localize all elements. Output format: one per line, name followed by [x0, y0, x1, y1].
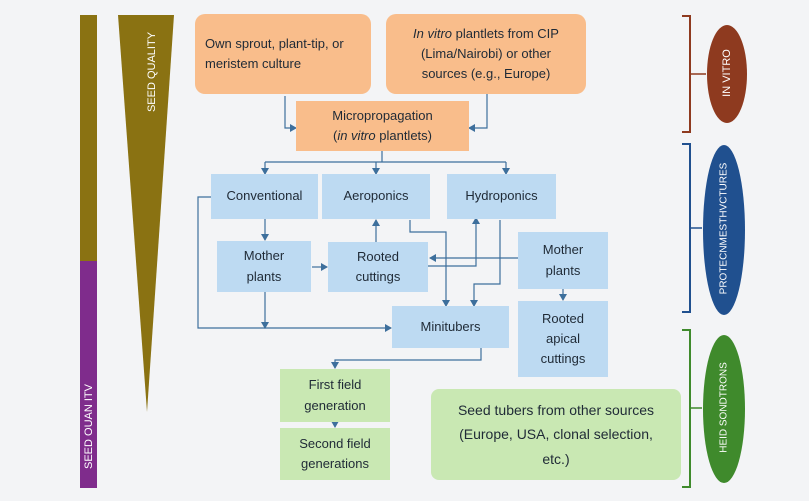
- protected-structures-ellipse: [703, 145, 745, 315]
- in-vitro-rest: plantlets from CIP (Lima/Nairobi) or oth…: [420, 25, 559, 82]
- minitubers-box: Minitubers: [392, 306, 509, 348]
- protected-structures-label: PROTECNMESTHVCTURES: [718, 162, 730, 295]
- in-vitro-italic: In vitro: [413, 25, 453, 41]
- seed-tubers-other-sources-box: Seed tubers from other sources (Europe, …: [431, 389, 681, 480]
- first-field-generation-box: First field generation: [280, 369, 390, 422]
- micropropagation-subtitle: (in vitro plantlets): [332, 128, 432, 143]
- own-sprout-box: Own sprout, plant-tip, or meristem cultu…: [195, 14, 371, 94]
- seed-quality-bar-top: [80, 15, 97, 261]
- micropropagation-box: Micropropagation (in vitro plantlets): [296, 101, 469, 151]
- micropropagation-title: Micropropagation: [332, 107, 433, 123]
- aeroponics-label: Aeroponics: [343, 188, 409, 204]
- mother-plants-left-box: Mother plants: [217, 241, 311, 292]
- conventional-box: Conventional: [211, 174, 318, 219]
- aeroponics-box: Aeroponics: [322, 174, 430, 219]
- rooted-apical-cuttings-box: Rooted apical cuttings: [518, 301, 608, 377]
- rooted-cuttings-box: Rooted cuttings: [328, 242, 428, 292]
- field-conditions-label: HEID SONDTRONS: [718, 362, 730, 453]
- mother-plants-right-label: Mother plants: [542, 242, 584, 278]
- hydroponics-box: Hydroponics: [447, 174, 556, 219]
- hydroponics-label: Hydroponics: [465, 188, 538, 204]
- in-vitro-ellipse: [707, 25, 747, 123]
- rooted-cuttings-label: Rooted cuttings: [355, 248, 401, 284]
- in-vitro-source-box: In vitro plantlets from CIP (Lima/Nairob…: [386, 14, 586, 94]
- first-field-generation-label: First field generation: [304, 377, 366, 413]
- rooted-apical-cuttings-label: Rooted apical cuttings: [540, 310, 586, 367]
- second-field-generations-label: Second field generations: [299, 435, 371, 471]
- field-conditions-ellipse: [703, 335, 745, 483]
- mother-plants-left-label: Mother plants: [243, 248, 285, 284]
- seed-quantity-bar-bottom: [80, 261, 97, 488]
- in-vitro-label: IN VITRO: [721, 49, 733, 97]
- own-sprout-text: Own sprout, plant-tip, or meristem cultu…: [205, 35, 344, 71]
- seed-tubers-line2: (Europe, USA, clonal selection, etc.): [459, 426, 653, 467]
- conventional-label: Conventional: [226, 188, 303, 204]
- mother-plants-right-box: Mother plants: [518, 232, 608, 289]
- seed-tubers-line1: Seed tubers from other sources: [457, 401, 655, 418]
- second-field-generations-box: Second field generations: [280, 428, 390, 480]
- in-vitro-source-text: In vitro plantlets from CIP (Lima/Nairob…: [400, 24, 572, 84]
- minitubers-label: Minitubers: [420, 318, 481, 334]
